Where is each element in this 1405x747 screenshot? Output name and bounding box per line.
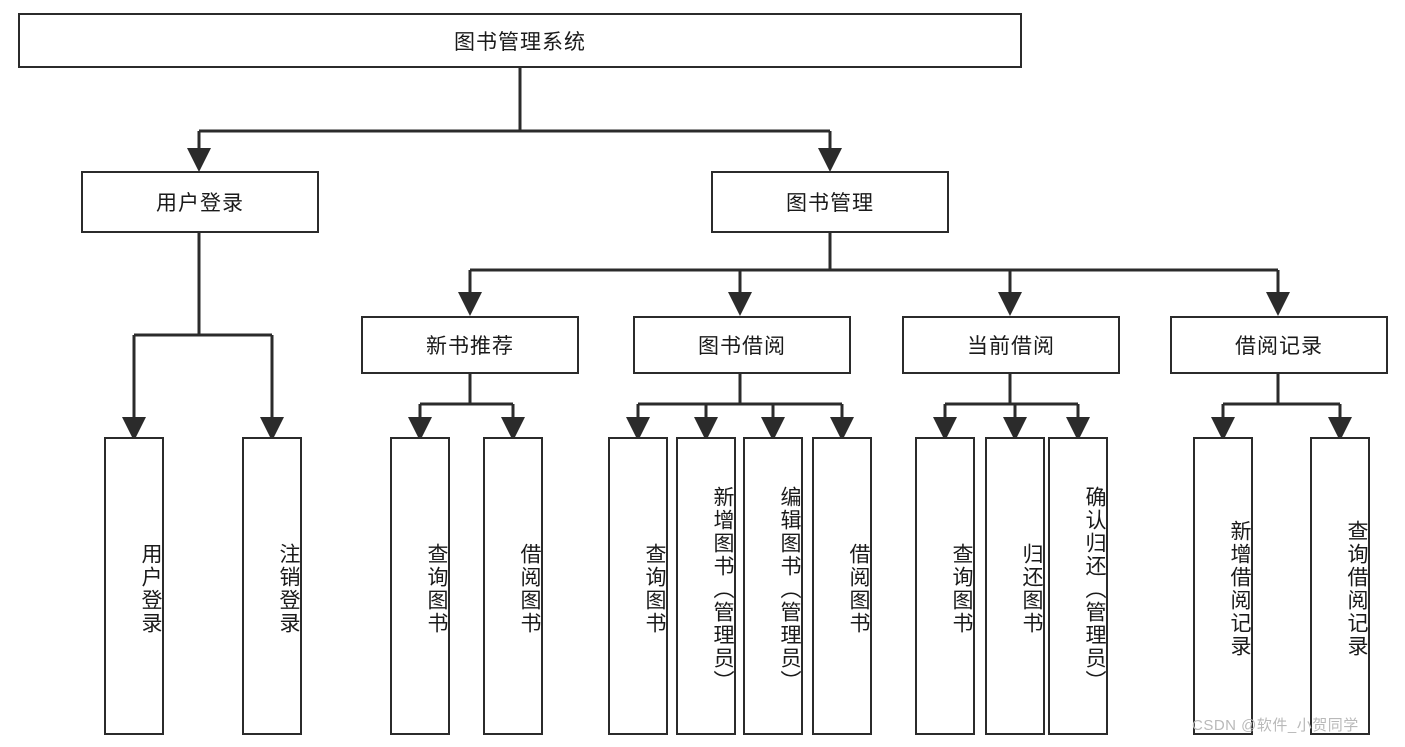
node-label: 确认归还（管理员） xyxy=(1083,485,1106,693)
leaf-current-borrow-confirm-return[interactable]: 确认归还（管理员） xyxy=(1048,437,1108,735)
node-label: 用户登录 xyxy=(139,543,162,635)
node-borrow-record[interactable]: 借阅记录 xyxy=(1170,316,1388,374)
node-label: 图书管理系统 xyxy=(454,30,586,54)
leaf-new-book-query[interactable]: 查询图书 xyxy=(390,437,450,735)
edges-user-login xyxy=(122,233,284,441)
leaf-book-borrow-borrow[interactable]: 借阅图书 xyxy=(812,437,872,735)
node-label: 新增图书（管理员） xyxy=(711,485,734,693)
leaf-book-borrow-query[interactable]: 查询图书 xyxy=(608,437,668,735)
node-label: 查询图书 xyxy=(643,543,666,635)
leaf-user-login-login[interactable]: 用户登录 xyxy=(104,437,164,735)
edges-book-manage xyxy=(458,233,1290,316)
node-label: 查询图书 xyxy=(950,543,973,635)
csdn-watermark: CSDN @软件_小贺同学 xyxy=(1192,717,1359,734)
node-label: 编辑图书（管理员） xyxy=(778,485,801,693)
node-new-book-recommend[interactable]: 新书推荐 xyxy=(361,316,579,374)
node-book-management[interactable]: 图书管理 xyxy=(711,171,949,233)
leaf-borrow-record-add[interactable]: 新增借阅记录 xyxy=(1193,437,1253,735)
node-label: 当前借阅 xyxy=(967,335,1055,358)
edges-root xyxy=(187,68,842,172)
node-label: 借阅图书 xyxy=(847,543,870,635)
node-label: 图书借阅 xyxy=(698,335,786,358)
node-user-login[interactable]: 用户登录 xyxy=(81,171,319,233)
node-label: 新书推荐 xyxy=(426,335,514,358)
leaf-book-borrow-edit[interactable]: 编辑图书（管理员） xyxy=(743,437,803,735)
node-label: 用户登录 xyxy=(156,192,244,215)
node-label: 注销登录 xyxy=(277,543,300,635)
node-label: 借阅图书 xyxy=(518,543,541,635)
node-label: 借阅记录 xyxy=(1235,335,1323,358)
node-label: 新增借阅记录 xyxy=(1228,520,1251,658)
node-label: 查询图书 xyxy=(425,543,448,635)
node-label: 图书管理 xyxy=(786,192,874,215)
edges-new-book xyxy=(408,374,525,441)
leaf-book-borrow-add[interactable]: 新增图书（管理员） xyxy=(676,437,736,735)
edges-book-borrow xyxy=(626,374,854,441)
leaf-current-borrow-query[interactable]: 查询图书 xyxy=(915,437,975,735)
node-current-borrow[interactable]: 当前借阅 xyxy=(902,316,1120,374)
edges-borrow-record xyxy=(1211,374,1352,441)
leaf-new-book-borrow[interactable]: 借阅图书 xyxy=(483,437,543,735)
node-label: 查询借阅记录 xyxy=(1345,520,1368,658)
node-label: 归还图书 xyxy=(1020,543,1043,635)
leaf-user-login-logout[interactable]: 注销登录 xyxy=(242,437,302,735)
node-book-borrow[interactable]: 图书借阅 xyxy=(633,316,851,374)
edges-current-borrow xyxy=(933,374,1090,441)
node-root-book-management-system[interactable]: 图书管理系统 xyxy=(18,13,1022,68)
leaf-current-borrow-return[interactable]: 归还图书 xyxy=(985,437,1045,735)
leaf-borrow-record-query[interactable]: 查询借阅记录 xyxy=(1310,437,1370,735)
